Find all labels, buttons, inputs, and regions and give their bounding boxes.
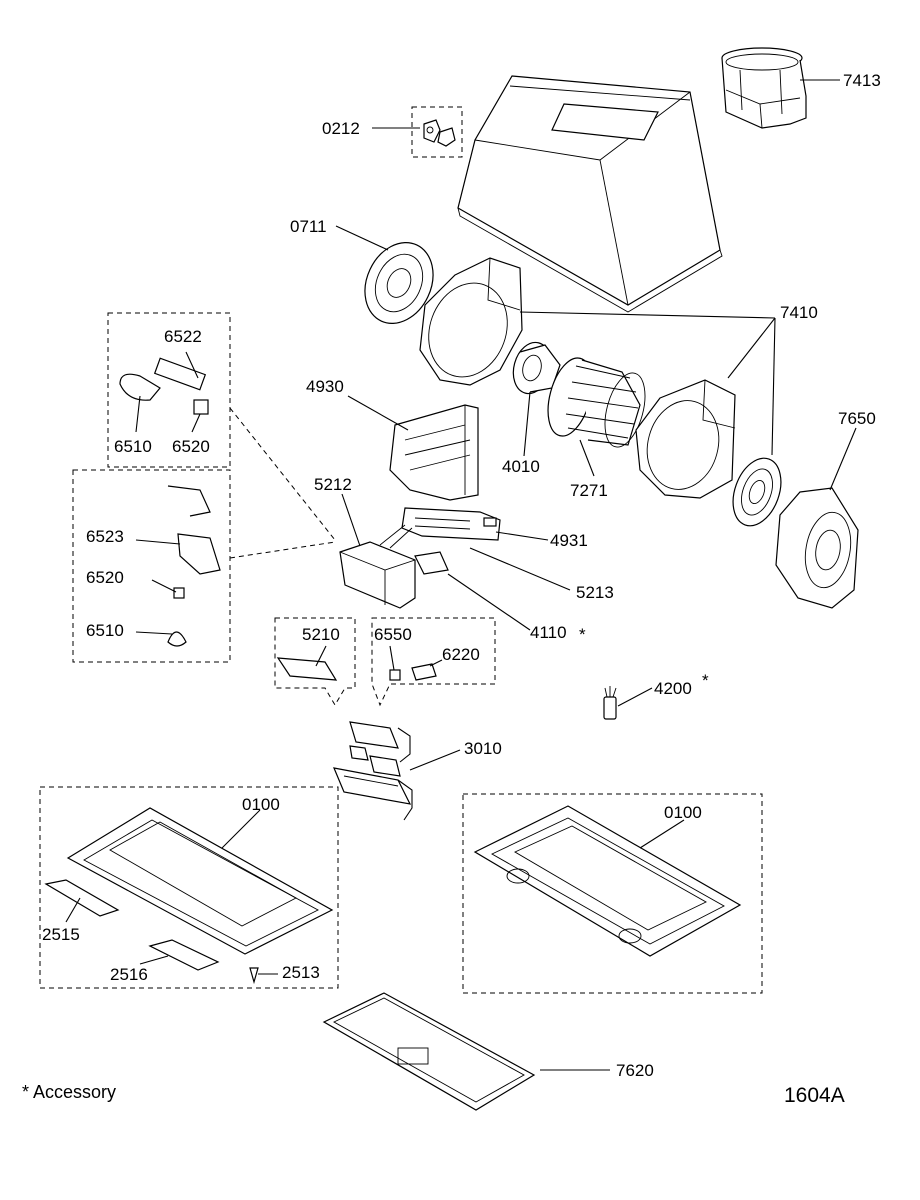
box-0100-right xyxy=(462,793,763,994)
label-7413: 7413 xyxy=(843,71,881,90)
accessory-footnote: * Accessory xyxy=(22,1082,116,1102)
part-lamp-clip xyxy=(167,485,211,517)
part-7410-grille xyxy=(732,457,782,527)
part-5210-board xyxy=(276,657,338,681)
part-6522-cover xyxy=(153,357,207,391)
part-2515 xyxy=(44,879,120,917)
drawing-code: 1604A xyxy=(784,1084,845,1107)
part-6520-socket-b xyxy=(173,587,185,599)
dashed-group-boxes xyxy=(39,106,763,994)
part-0100-panel-right xyxy=(473,805,742,957)
box-5210 xyxy=(274,617,356,706)
part-lamp-group-lower xyxy=(167,485,221,647)
part-5212-control-box xyxy=(339,524,416,609)
part-6510-bulb-b xyxy=(167,631,187,647)
label-0711: 0711 xyxy=(290,217,327,236)
label-6510-a: 6510 xyxy=(114,437,152,456)
part-6220 xyxy=(411,663,437,681)
part-4110-module xyxy=(414,551,449,575)
label-4200: 4200 xyxy=(654,679,692,698)
part-4200-capacitor xyxy=(603,686,617,720)
label-4930: 4930 xyxy=(306,377,344,396)
part-7620-grease-filter xyxy=(322,992,536,1111)
box-lamp-upper xyxy=(107,312,231,468)
part-2516 xyxy=(148,939,220,971)
label-6520-b: 6520 xyxy=(86,568,124,587)
box-0100-left xyxy=(39,786,339,989)
part-6510-bulb-a xyxy=(119,373,161,401)
part-7271-fan-wheel xyxy=(547,357,646,448)
part-0100-panel-left xyxy=(44,807,334,985)
box-0212 xyxy=(411,106,463,158)
label-5210: 5210 xyxy=(302,625,340,644)
box-lamp-upper-leader xyxy=(229,407,336,541)
part-2513 xyxy=(249,967,259,985)
part-3010-switches xyxy=(333,721,412,805)
part-4930-bracket xyxy=(389,404,479,501)
part-7413-duct-adaptor xyxy=(721,47,807,129)
label-4010: 4010 xyxy=(502,457,540,476)
label-6220: 6220 xyxy=(442,645,480,664)
label-6520-a: 6520 xyxy=(172,437,210,456)
label-3010: 3010 xyxy=(464,739,502,758)
part-0711-cover xyxy=(364,242,434,324)
part-6550 xyxy=(389,669,401,681)
label-6550: 6550 xyxy=(374,625,412,644)
label-2513: 2513 xyxy=(282,963,320,982)
part-hood-body xyxy=(457,75,723,313)
label-7650: 7650 xyxy=(838,409,876,428)
accessory-mark-4110: * xyxy=(579,625,586,644)
label-7410: 7410 xyxy=(780,303,818,322)
label-6522: 6522 xyxy=(164,327,202,346)
label-7620: 7620 xyxy=(616,1061,654,1080)
label-2516: 2516 xyxy=(110,965,148,984)
part-labels: 7413 0212 0711 7410 6522 4930 7650 6510 … xyxy=(42,71,881,1080)
part-blower-housing-left xyxy=(419,257,523,386)
label-6523: 6523 xyxy=(86,527,124,546)
label-0100-left: 0100 xyxy=(242,795,280,814)
part-6520-socket-a xyxy=(193,399,209,415)
label-0100-right: 0100 xyxy=(664,803,702,822)
accessory-mark-4200: * xyxy=(702,671,709,690)
label-4931: 4931 xyxy=(550,531,588,550)
part-6550-6220 xyxy=(389,663,437,681)
label-0212: 0212 xyxy=(322,119,360,138)
box-lamp-lower xyxy=(72,469,231,663)
part-6523-holder xyxy=(177,533,221,575)
box-lamp-lower-leader xyxy=(229,541,336,559)
label-4110: 4110 xyxy=(530,623,567,642)
part-4931-plate xyxy=(401,507,501,541)
part-0212-clip xyxy=(423,119,456,147)
part-lamp-group-upper xyxy=(119,357,209,415)
label-2515: 2515 xyxy=(42,925,80,944)
label-5213: 5213 xyxy=(576,583,614,602)
label-7271: 7271 xyxy=(570,481,608,500)
label-6510-b: 6510 xyxy=(86,621,124,640)
part-7650-filter xyxy=(775,487,859,609)
leader-lines xyxy=(65,79,857,1071)
part-4010-motor xyxy=(512,341,561,395)
label-5212: 5212 xyxy=(314,475,352,494)
part-blower-housing-right xyxy=(635,379,736,499)
